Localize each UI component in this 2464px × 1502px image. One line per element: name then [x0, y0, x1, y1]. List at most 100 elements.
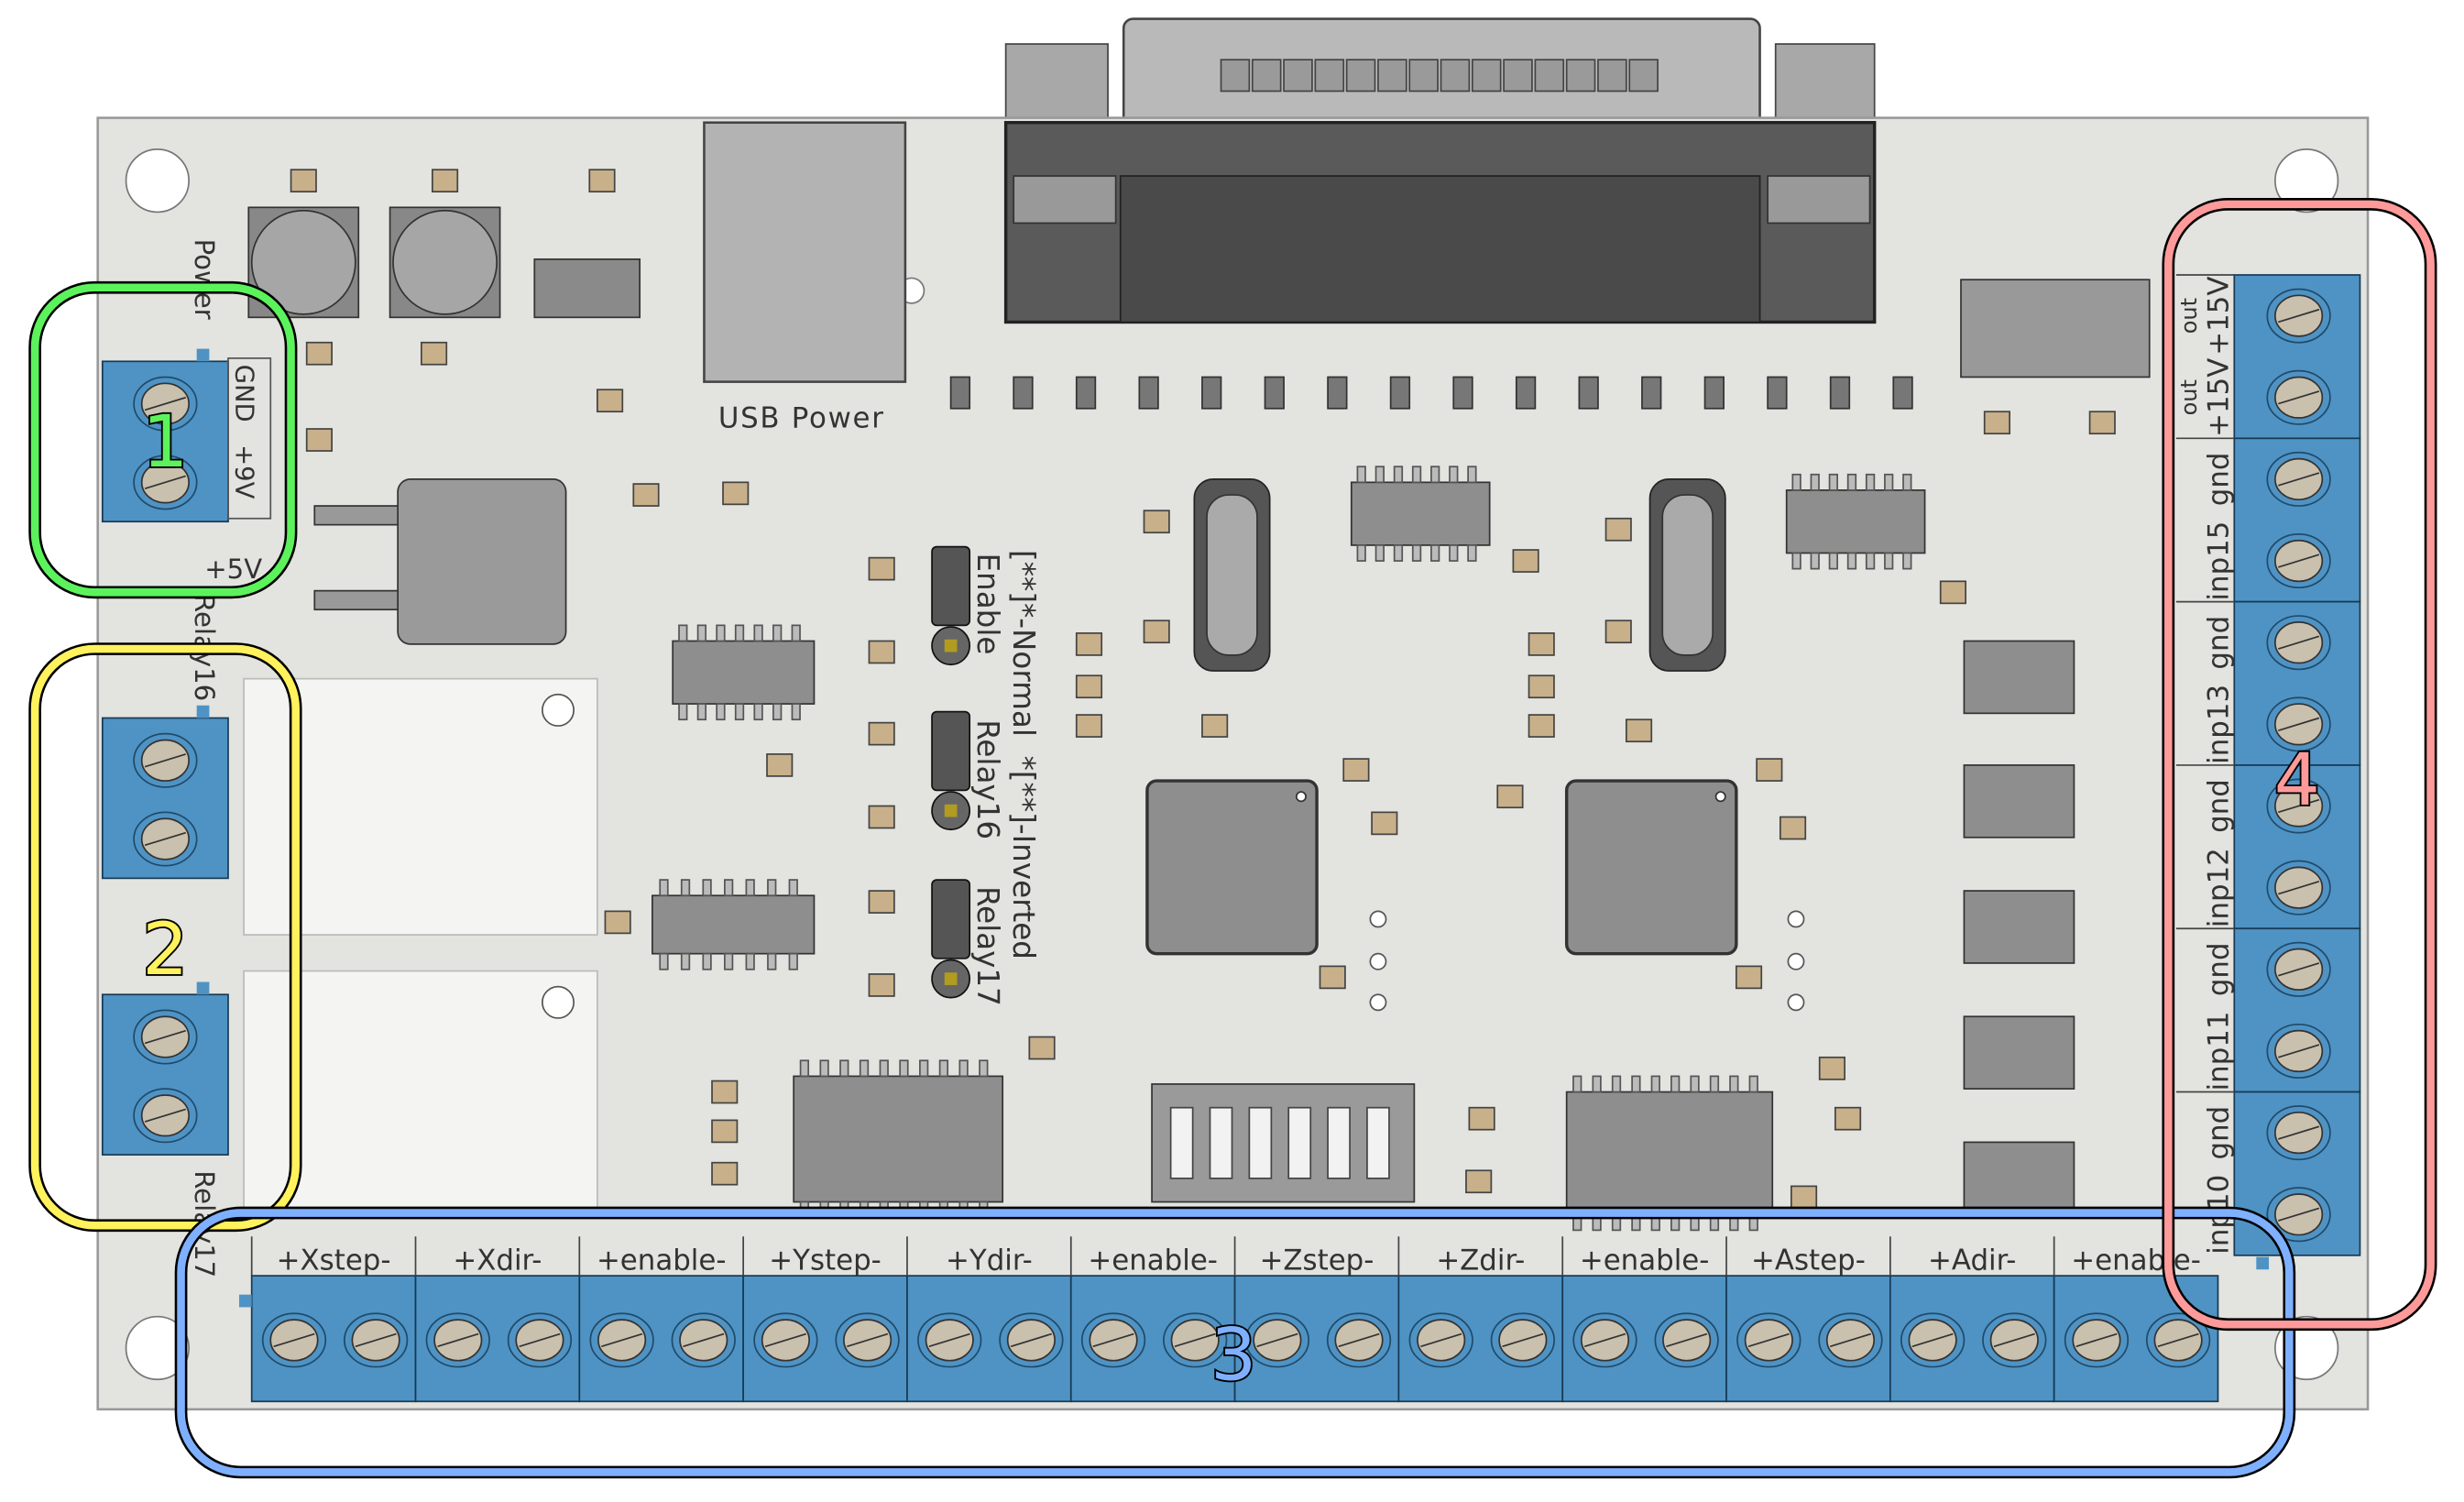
microcontroller — [1145, 779, 1319, 956]
ic-pin — [1791, 552, 1801, 570]
ic-pin — [702, 879, 712, 897]
ic-pin — [659, 879, 669, 897]
screw-slot — [1092, 1332, 1134, 1348]
ic-pin — [1846, 552, 1857, 570]
screw-ring — [753, 1312, 818, 1368]
screw-ring — [1982, 1312, 2047, 1368]
smd-component — [604, 910, 631, 935]
smd-component — [1818, 1056, 1845, 1080]
optocoupler — [1963, 890, 2075, 964]
screw-slot — [2278, 1125, 2320, 1140]
ic-pin — [1356, 466, 1366, 484]
relay-marker — [542, 985, 575, 1019]
ic-pin — [1791, 473, 1801, 491]
smd-component — [420, 341, 448, 366]
ic-pin — [1729, 1075, 1739, 1093]
dip-switch-toggle — [1169, 1106, 1194, 1179]
ic-pin — [734, 624, 745, 642]
ic-pin — [1902, 473, 1912, 491]
smd-resistor — [1767, 376, 1788, 410]
ic-pin — [1449, 466, 1459, 484]
smd-component — [868, 805, 895, 829]
smd-component — [1075, 714, 1103, 738]
screw-slot — [2157, 1332, 2199, 1348]
ic-pin — [1572, 1075, 1582, 1093]
callout-frame — [30, 283, 295, 597]
screw-ring — [1244, 1312, 1310, 1368]
ic-pin — [791, 624, 801, 642]
smd-resistor — [1138, 376, 1159, 410]
relay-marker — [542, 693, 575, 727]
screw-slot — [601, 1332, 643, 1348]
bottom-terminal-zstep: +Zstep- — [1233, 1236, 1400, 1403]
ic-pin — [1430, 466, 1440, 484]
smd-resistor — [1641, 376, 1662, 410]
ic-pin — [979, 1059, 989, 1078]
screw-slot — [355, 1332, 397, 1348]
dip-switch-toggle — [1209, 1106, 1233, 1179]
smd-resistor — [1389, 376, 1411, 410]
screw-slot — [1338, 1332, 1380, 1348]
dip-switch-toggle — [1287, 1106, 1312, 1179]
power-label: Power — [189, 239, 220, 320]
screw-ring — [2266, 778, 2331, 834]
ic-pin — [716, 624, 726, 642]
smd-component — [1528, 674, 1555, 699]
ic-pin — [678, 703, 688, 721]
screw-slot — [1010, 1332, 1052, 1348]
terminal-label: +Ystep- — [769, 1244, 882, 1277]
smd-component — [1465, 1169, 1493, 1194]
callout-number: 3 — [1210, 1312, 1256, 1397]
terminal-tab — [196, 981, 210, 995]
screw-ring — [2145, 1312, 2211, 1368]
terminal-tab — [196, 348, 210, 362]
screw-slot — [1829, 1332, 1872, 1348]
ic-chip — [1565, 1091, 1774, 1216]
smd-component — [1075, 674, 1103, 699]
right-terminal-label: +15V — [2202, 276, 2235, 355]
screw-ring — [425, 1312, 490, 1368]
screw-ring — [1736, 1312, 1801, 1368]
right-terminal-label: +15V — [2202, 358, 2235, 437]
screw-ring — [1900, 1312, 1966, 1368]
ic-pin — [1650, 1075, 1660, 1093]
bottom-terminal-enable: +enable- — [2053, 1236, 2219, 1403]
ic-pin — [1356, 544, 1366, 562]
ic-pin — [1865, 473, 1876, 491]
ic-pin — [702, 952, 712, 970]
ic-pin — [1884, 473, 1894, 491]
smd-resistor — [1578, 376, 1599, 410]
screw-ring — [1572, 1312, 1637, 1368]
ic-pin — [1828, 473, 1838, 491]
jumper — [931, 710, 971, 792]
jumper — [931, 879, 971, 959]
bottom-terminal-enable: +enable- — [1069, 1236, 1236, 1403]
bottom-terminal-ystep: +Ystep- — [742, 1236, 908, 1403]
terminal-label: +enable- — [2071, 1244, 2201, 1277]
ic-pin — [919, 1059, 929, 1078]
ic-pin — [799, 1059, 810, 1078]
callout-number: 2 — [142, 907, 188, 992]
terminal-label: +enable- — [597, 1244, 727, 1277]
ic-pin — [753, 624, 763, 642]
screw-slot — [2278, 798, 2320, 814]
smd-component — [1834, 1106, 1862, 1131]
smd-component — [868, 556, 895, 581]
smd-resistor — [1452, 376, 1473, 410]
smd-resistor — [1829, 376, 1851, 410]
ic-chip — [652, 894, 816, 955]
smd-component — [1512, 549, 1539, 573]
screw-ring — [1818, 1312, 1883, 1368]
ic-pin — [788, 952, 798, 970]
right-terminal-sublabel: out — [2176, 379, 2202, 415]
smd-component — [597, 389, 624, 413]
screw-ring — [2266, 615, 2331, 671]
smd-component — [868, 640, 895, 664]
screw-ring — [133, 732, 198, 788]
screw-ring — [2266, 451, 2331, 507]
mounting-hole — [125, 148, 190, 214]
screw-ring — [999, 1312, 1064, 1368]
screw-ring — [2266, 1023, 2331, 1079]
db25-pin-slot — [1503, 59, 1533, 93]
